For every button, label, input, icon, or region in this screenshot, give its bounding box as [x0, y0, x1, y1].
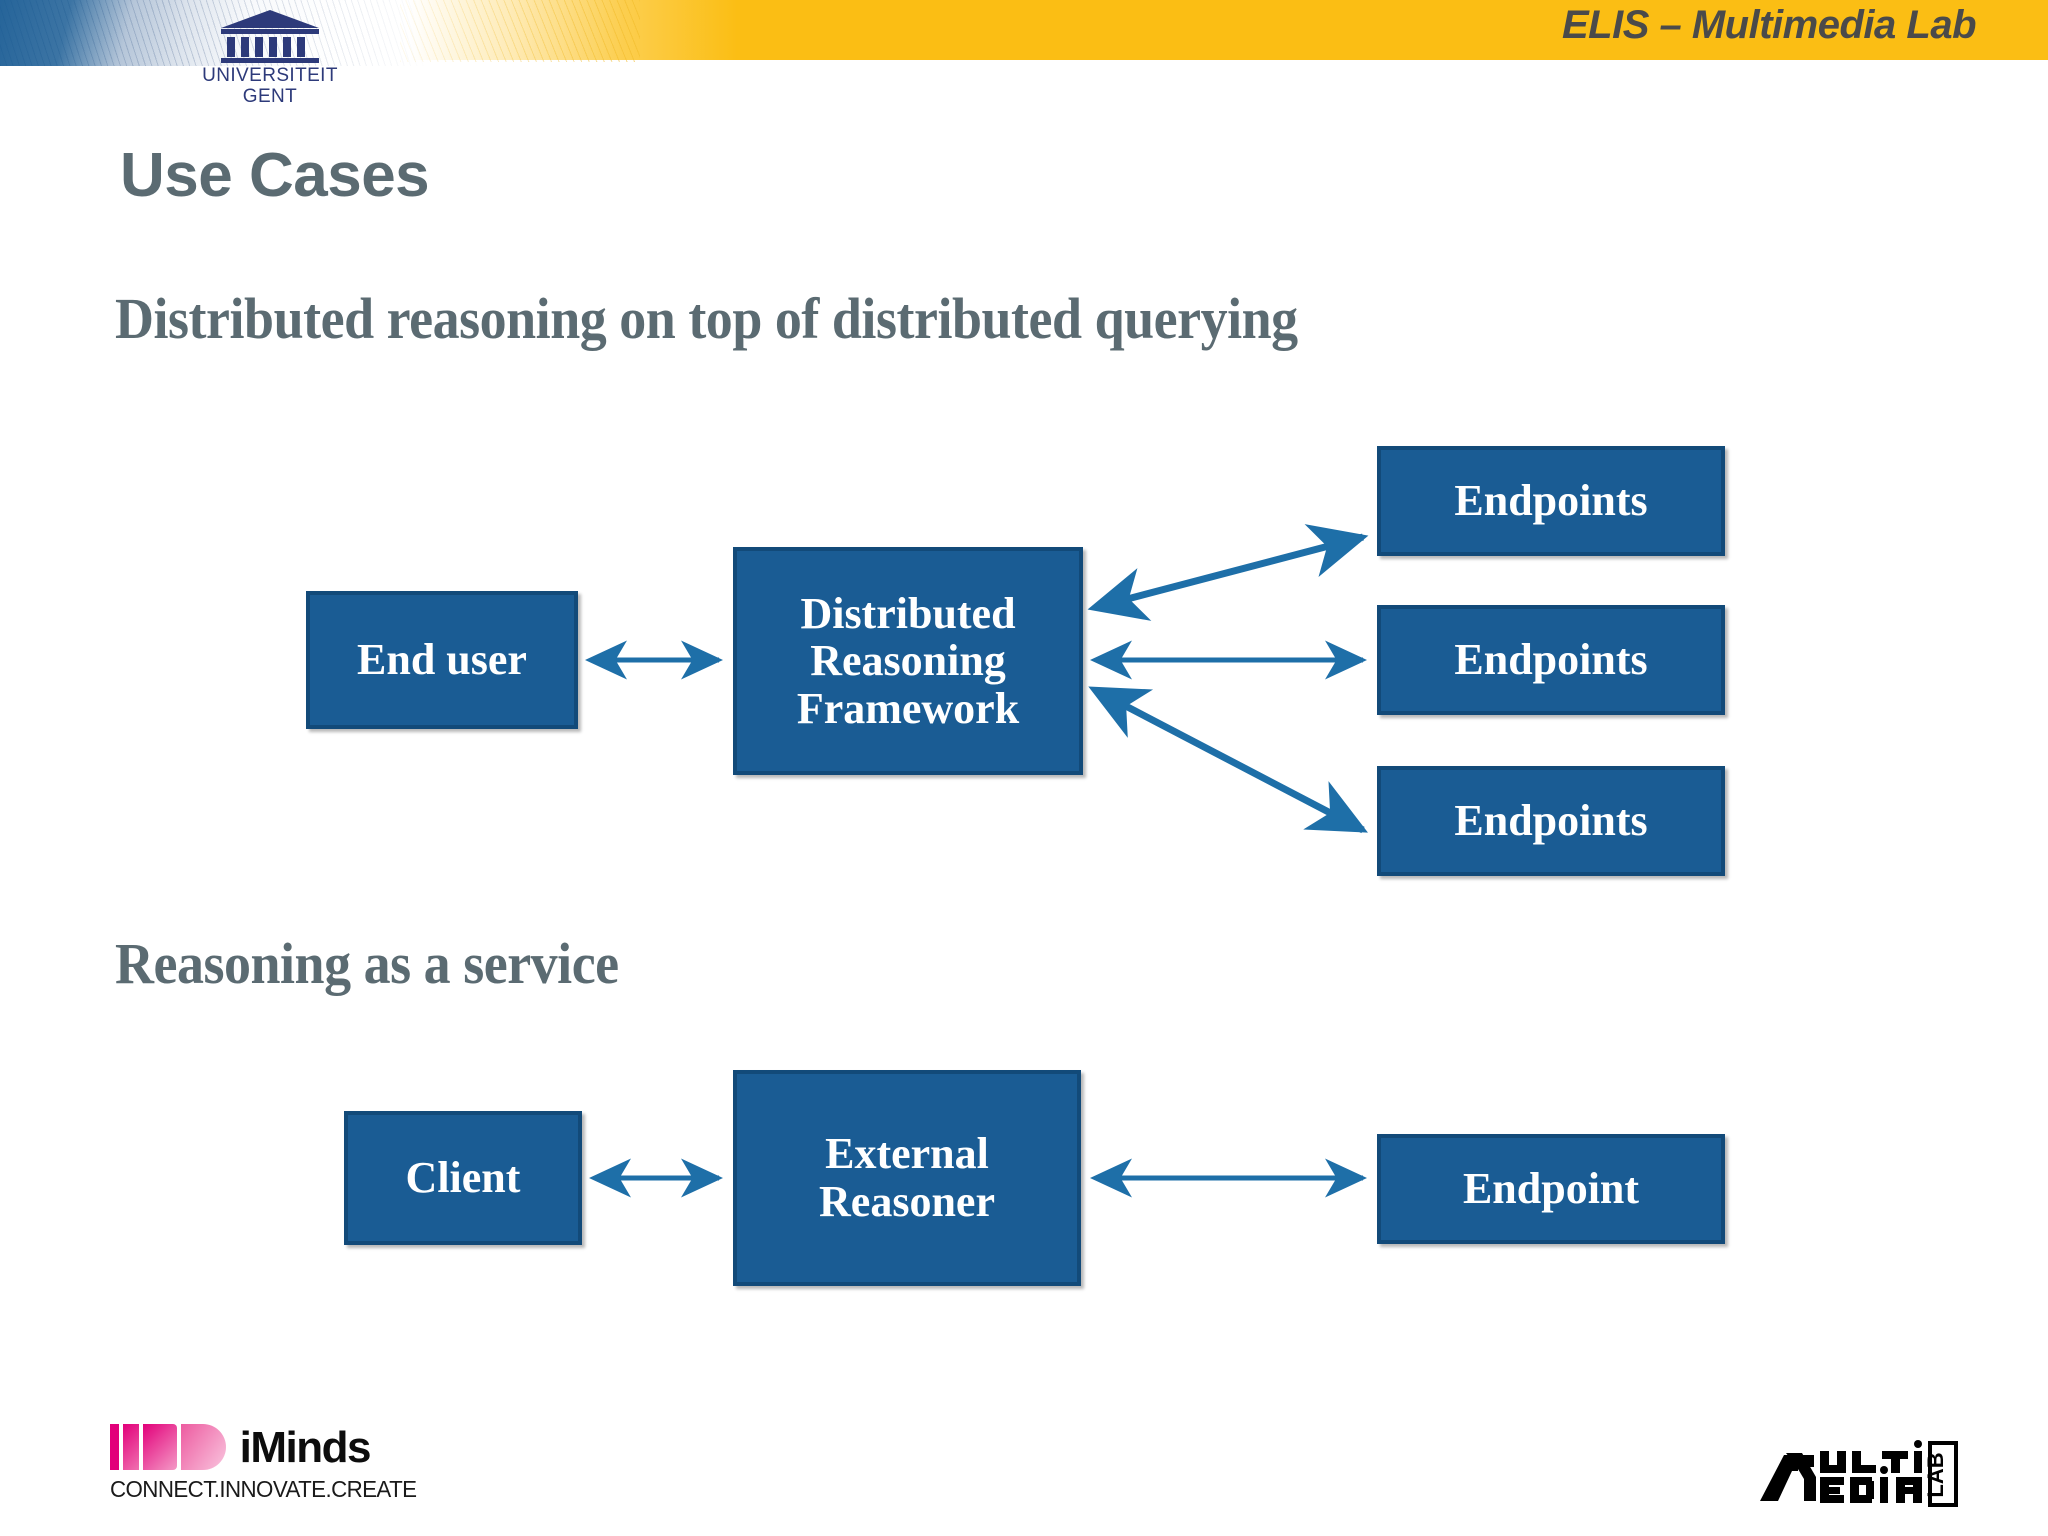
page-title: Use Cases [120, 141, 430, 210]
university-name-line2: GENT [242, 86, 298, 107]
node-endpoint-service[interactable]: Endpoint [1377, 1134, 1725, 1244]
ghent-university-logo: UNIVERSITEIT GENT [200, 8, 340, 106]
node-distributed-reasoning-framework[interactable]: Distributed Reasoning Framework [733, 547, 1083, 775]
node-client[interactable]: Client [344, 1111, 582, 1245]
section-heading-reasoning-as-a-service: Reasoning as a service [115, 931, 619, 996]
iminds-mark-bar-1 [110, 1424, 119, 1470]
arrow-framework-endpoint-1 [1087, 524, 1369, 621]
node-framework-line3: Framework [796, 683, 1020, 733]
svg-text:LAB: LAB [1923, 1452, 1948, 1497]
lab-badge-icon: LAB [1923, 1441, 1958, 1507]
iminds-mark-bar-4 [180, 1424, 226, 1470]
node-endpoints-1-label: Endpoints [1454, 476, 1648, 526]
node-endpoint-service-label: Endpoint [1462, 1164, 1640, 1214]
multimedia-lab-logo: LAB [1758, 1425, 1988, 1511]
university-name-line1: UNIVERSITEIT [202, 65, 338, 86]
node-end-user[interactable]: End user [306, 591, 578, 729]
lab-name-label: ELIS – Multimedia Lab [1561, 3, 1977, 47]
node-endpoints-3-label: Endpoints [1454, 796, 1648, 846]
section-heading-distributed-reasoning: Distributed reasoning on top of distribu… [115, 286, 1298, 351]
node-end-user-label: End user [357, 635, 527, 685]
node-framework-line2: Reasoning [810, 636, 1006, 686]
iminds-logo: iMinds CONNECT.INNOVATE.CREATE [110, 1418, 417, 1503]
node-framework-line1: Distributed [800, 588, 1016, 638]
blue-brush-fade [0, 0, 430, 66]
university-building-icon [221, 10, 319, 63]
node-external-reasoner[interactable]: External Reasoner [733, 1070, 1081, 1286]
multimedia-lab-mark-icon: LAB [1760, 1440, 1958, 1507]
iminds-mark-bar-2 [122, 1424, 140, 1470]
node-endpoints-2-label: Endpoints [1454, 635, 1648, 685]
iminds-tagline: CONNECT.INNOVATE.CREATE [110, 1476, 417, 1502]
header-band: ELIS – Multimedia Lab [0, 0, 2048, 66]
arrow-framework-endpoint-3 [1088, 686, 1368, 834]
node-external-reasoner-line2: Reasoner [819, 1177, 995, 1226]
node-endpoints-3[interactable]: Endpoints [1377, 766, 1725, 876]
node-endpoints-1[interactable]: Endpoints [1377, 446, 1725, 556]
node-endpoints-2[interactable]: Endpoints [1377, 605, 1725, 715]
yellow-brush-decoration [400, 0, 640, 62]
iminds-mark-bar-3 [143, 1424, 177, 1470]
iminds-wordmark: iMinds [239, 1423, 372, 1472]
node-external-reasoner-line1: External [825, 1129, 989, 1179]
yellow-header-band [410, 0, 2048, 60]
node-client-label: Client [405, 1153, 521, 1203]
